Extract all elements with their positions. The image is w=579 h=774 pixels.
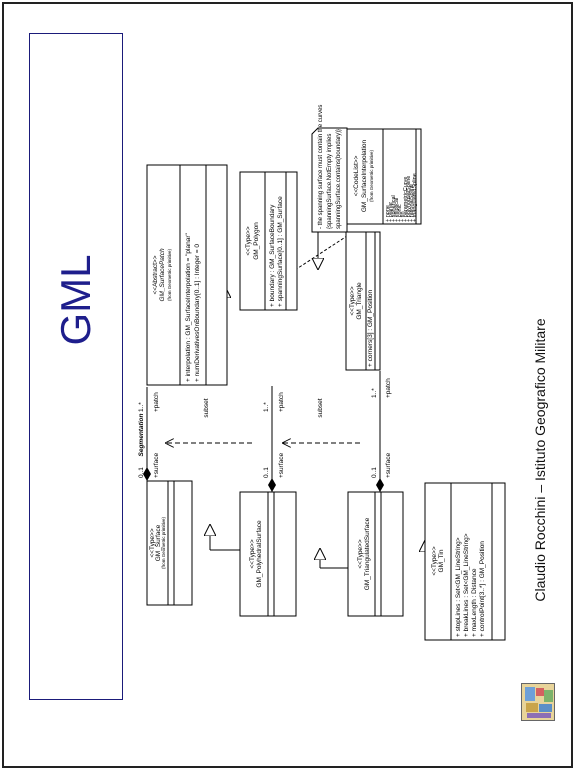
role-patch: +patch [278, 392, 285, 412]
gm-polygon-attr: + spanningSurface[0..1] : GM_Surface [277, 196, 284, 307]
note-line: - the spanning surface must contain the … [318, 105, 324, 229]
gm-triangle-attr: + corners[3] : GM_Position [367, 289, 374, 367]
gm-tin-attr: + maxLength : Distance [471, 568, 478, 637]
role-surface: +surface [278, 453, 285, 478]
gm-tin-name: GM_Tin [438, 549, 445, 572]
codelist-literal: + triangulatedSpline [412, 173, 418, 222]
codelist-literal: + tin [400, 211, 406, 222]
gm-tin-attr: + breakLines : Set<GM_LineString> [463, 533, 470, 637]
class-gm-polygon [239, 171, 298, 311]
codelist-literal: + planar [388, 202, 394, 222]
subset-label: subset [317, 398, 324, 417]
title-box [29, 33, 123, 700]
class-gm-surfacepatch [146, 164, 228, 386]
note-anchor [294, 235, 348, 271]
codelist-literal: + parametricCurve [403, 177, 409, 222]
gm-triangle-name: GM_Triangle [356, 282, 363, 320]
footer-credit: Claudio Rocchini – Istituto Geografico M… [532, 318, 548, 602]
slide-frame [2, 2, 573, 768]
note-line: {spanningSurface.NotEmpty implies [327, 134, 333, 229]
gm-surfacepatch-name: GM_SurfacePatch [159, 248, 166, 301]
gm-surfaceinterp-name: GM_SurfaceInterpolation [361, 139, 368, 212]
mult-1-many: 1..* [138, 402, 145, 412]
role-surface: +surface [385, 453, 392, 478]
subset-label: subset [203, 398, 210, 417]
role-patch: +patch [153, 392, 160, 412]
gm-polyhedral-stereotype: <<Type>> [249, 539, 256, 568]
codelist-literal: + rationalSpline [409, 184, 415, 222]
note-line: spanningSurface.contains(boundary)} [336, 129, 342, 229]
gm-surfaceinterp-stereotype: <<CodeList>> [353, 155, 360, 196]
gm-surfacepatch-attr: + numDerivativesOnBoundary[0..1] : Integ… [194, 244, 201, 382]
gm-polygon-attr: + boundary : GM_SurfaceBoundary [269, 204, 276, 307]
role-patch: +patch [385, 378, 392, 398]
gm-polyhedral-name: GM_PolyhedralSurface [256, 520, 263, 588]
segmentation-label: Segmentation [138, 413, 145, 456]
gm-triangulated-stereotype: <<Type>> [357, 539, 364, 568]
class-gm-triangle [345, 231, 381, 371]
gm-tin-stereotype: <<Type>> [431, 546, 438, 575]
mult-0-1: 0..1 [371, 467, 378, 478]
codelist-literal: + spherical [391, 195, 397, 222]
role-surface: +surface [153, 453, 160, 478]
mult-1-many: 1..* [371, 388, 378, 398]
gm-triangle-stereotype: <<Type>> [349, 286, 356, 315]
constraint-note [311, 127, 348, 233]
gm-surfacepatch-note: (from Geometric primitive) [167, 249, 172, 302]
gm-surface-note: (from Geometric primitive) [161, 517, 166, 570]
gm-triangulated-name: GM_TriangulatedSurface [364, 517, 371, 590]
codelist-literal: + polynomialSpline [406, 176, 412, 222]
codelist-literal: + none [385, 205, 391, 222]
gm-surface-name: GM_Surface [155, 524, 162, 561]
gm-tin-attr: + stopLines : Set<GM_LineString> [455, 537, 462, 637]
gm-surfacepatch-stereotype: <<Abstract>> [152, 255, 159, 294]
gm-surfacepatch-attr: + interpolation : GM_SurfaceInterpolatio… [185, 233, 192, 382]
gm-polygon-name: GM_Polygon [253, 222, 260, 260]
codelist-literal: + elliptical [394, 198, 400, 222]
mult-0-1: 0..1 [263, 467, 270, 478]
class-gm-surface [146, 480, 193, 606]
mult-0-1: 0..1 [138, 467, 145, 478]
codelist-literal: + conic [397, 204, 403, 222]
gm-surface-stereotype: <<Type>> [149, 528, 156, 557]
gm-polygon-stereotype: <<Type>> [245, 226, 252, 255]
institute-logo [521, 683, 555, 721]
mult-1-many: 1..* [263, 402, 270, 412]
gm-surfaceinterp-note: (from Geometric primitive) [369, 150, 374, 203]
gm-tin-attr: + controlPoint[3..*] : GM_Position [479, 541, 486, 637]
